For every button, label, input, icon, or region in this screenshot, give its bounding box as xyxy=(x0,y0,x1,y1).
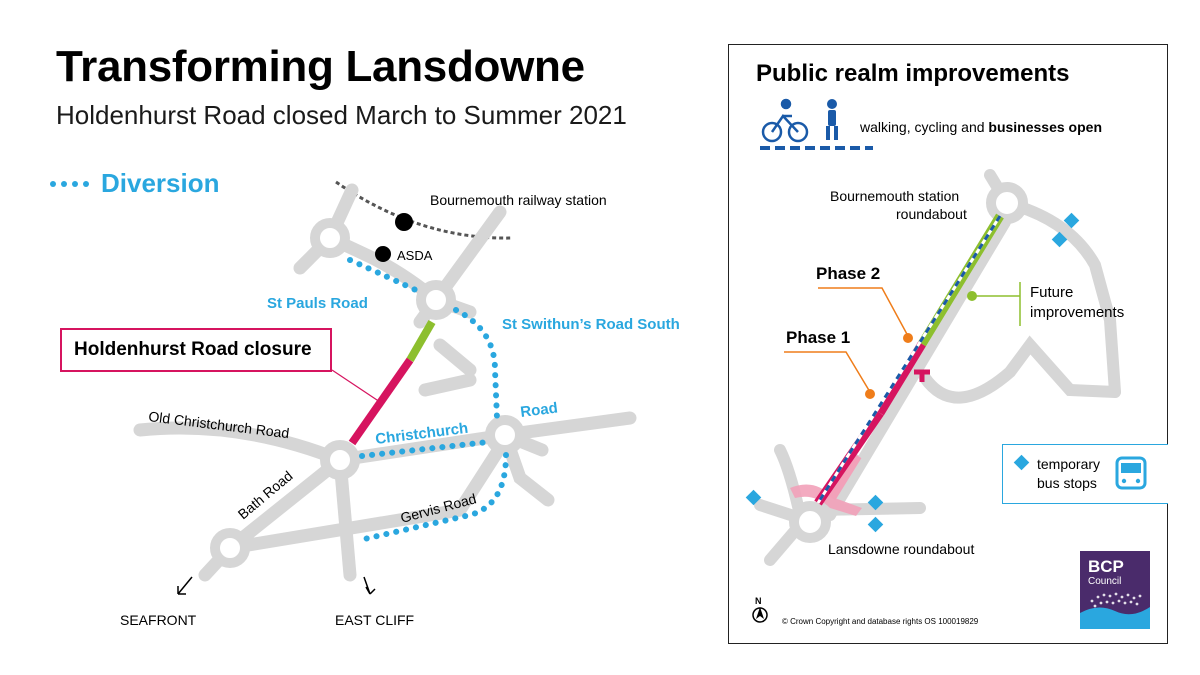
diversion-dots-icon xyxy=(50,180,89,187)
station-roundabout-label: Bournemouth station xyxy=(830,188,959,204)
road-segment xyxy=(824,216,1011,521)
asda-marker xyxy=(375,246,391,262)
public-realm-panel xyxy=(728,44,1168,644)
bus-stop-marker xyxy=(867,516,884,533)
bus-stops-label: temporary xyxy=(1037,456,1100,472)
diversion-path xyxy=(347,257,423,295)
st-swithuns-road-label: St Swithun’s Road South xyxy=(502,316,680,333)
diversion-route xyxy=(347,257,509,543)
copyright-notice: © Crown Copyright and database rights OS… xyxy=(782,617,979,626)
phase2-corridor xyxy=(876,341,926,416)
future-improvements-label: improvements xyxy=(1030,304,1124,321)
diversion-path xyxy=(357,452,509,543)
road-label: Road xyxy=(519,400,558,421)
bus-stops-legend xyxy=(1002,444,1168,504)
road-segment xyxy=(810,502,926,516)
logo-text: BCP xyxy=(1088,557,1124,576)
public-realm-title: Public realm improvements xyxy=(756,60,1070,87)
phase2-label: Phase 2 xyxy=(816,264,880,283)
lansdowne-roundabout-label: Lansdowne roundabout xyxy=(828,541,974,557)
future-improvements-segment xyxy=(406,319,436,363)
direction-arrows xyxy=(177,576,376,595)
north-label: N xyxy=(755,596,762,606)
road-segment xyxy=(223,433,512,555)
roundabout xyxy=(986,182,1028,224)
roundabouts xyxy=(210,218,525,568)
station-roundabout-label: roundabout xyxy=(896,206,967,222)
open-routes-label: walking, cycling and businesses open xyxy=(859,119,1102,135)
lansdowne-improvement-area xyxy=(828,453,862,501)
lansdowne-improvement-area xyxy=(790,484,862,516)
north-arrow-icon xyxy=(752,607,768,623)
cyclist-icon xyxy=(761,98,809,143)
roundabout xyxy=(320,440,360,480)
bus-stop-marker xyxy=(1063,212,1080,229)
phase1-label: Phase 1 xyxy=(786,328,850,347)
bcp-council-logo: BCP Council xyxy=(1080,551,1150,629)
diversion-path xyxy=(359,439,491,459)
phase2-leader xyxy=(818,287,909,337)
pedestrian-icon xyxy=(826,99,838,140)
road-segment xyxy=(774,444,806,521)
east-cliff-label: EAST CLIFF xyxy=(335,612,414,628)
bus-stops-label: bus stops xyxy=(1037,475,1097,491)
roundabout xyxy=(485,415,525,455)
railway-station-label: Bournemouth railway station xyxy=(430,192,607,208)
holdenhurst-closure-segment xyxy=(348,357,414,446)
bus-stop-legend-marker xyxy=(1013,454,1030,471)
logo-text: Council xyxy=(1088,576,1122,587)
seafront-arrow-icon xyxy=(177,576,193,595)
railway-station-marker xyxy=(395,213,413,231)
st-pauls-road-label: St Pauls Road xyxy=(267,295,368,312)
road-segment xyxy=(919,335,1121,404)
phase2-marker xyxy=(903,333,913,343)
phase1-leader xyxy=(784,351,871,393)
closure-leader-line xyxy=(331,369,381,403)
road-segment xyxy=(418,373,477,397)
logo-wave-icon xyxy=(1080,592,1150,629)
page-title: Transforming Lansdowne xyxy=(56,42,585,91)
roundabouts-right xyxy=(789,182,1028,543)
roundabout xyxy=(789,501,831,543)
roundabout xyxy=(210,528,250,568)
page-subtitle: Holdenhurst Road closed March to Summer … xyxy=(56,100,627,130)
bus-icon xyxy=(1115,456,1147,490)
east-cliff-arrow-icon xyxy=(363,576,376,595)
diversion-legend: Diversion xyxy=(50,168,220,199)
diversion-path xyxy=(453,307,500,421)
roundabout xyxy=(416,280,456,320)
future-marker xyxy=(967,291,977,301)
roundabout xyxy=(310,218,350,258)
holdenhurst-closure-label: Holdenhurst Road closure xyxy=(60,328,332,372)
diversion-legend-label: Diversion xyxy=(101,168,220,198)
road-segment xyxy=(133,421,347,467)
open-route-line xyxy=(816,215,1002,504)
asda-label: ASDA xyxy=(397,248,433,263)
road-segment xyxy=(433,338,477,377)
bus-stop-marker xyxy=(1051,231,1068,248)
seafront-label: SEAFRONT xyxy=(120,612,197,628)
phase1-marker xyxy=(865,389,875,399)
future-improvements-label: Future xyxy=(1030,284,1073,301)
